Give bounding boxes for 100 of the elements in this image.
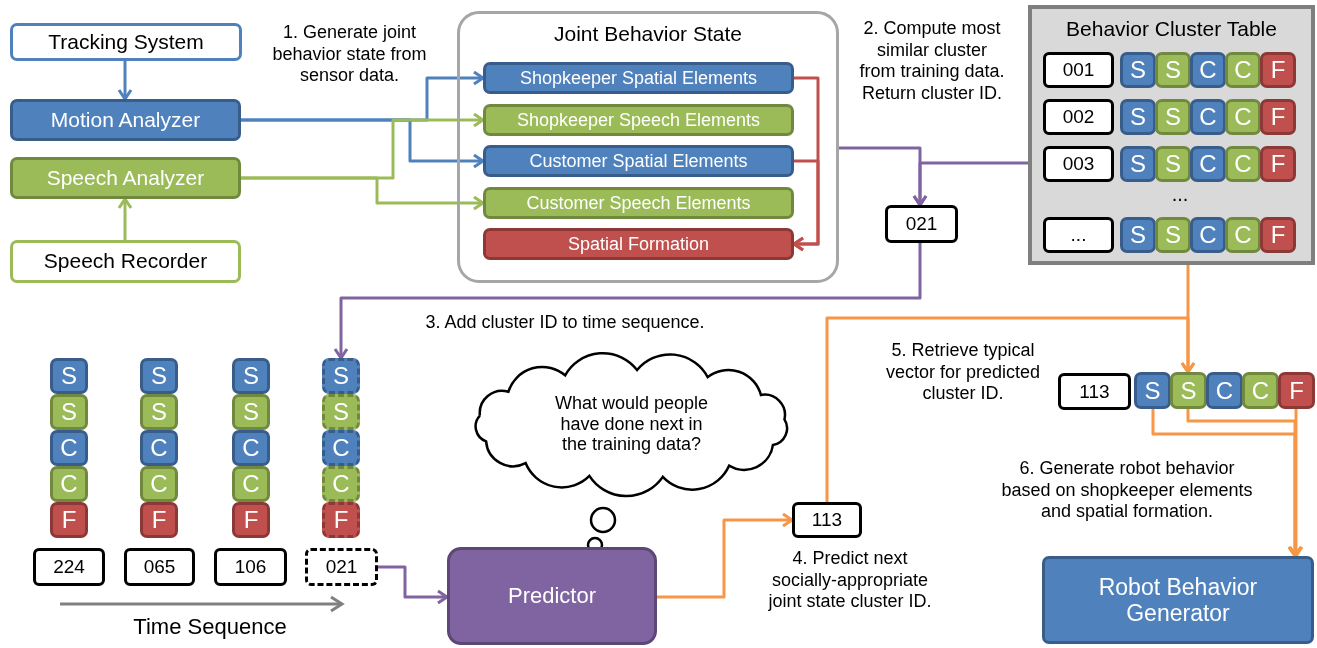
element-tile xyxy=(1190,52,1226,88)
ellipsis: ... xyxy=(1170,182,1190,206)
tile-letter: C xyxy=(60,470,78,498)
arrow xyxy=(657,512,794,599)
cluster-id-box xyxy=(1058,373,1131,410)
tile-letter: S xyxy=(1165,150,1181,178)
element-tile xyxy=(1260,52,1296,88)
arrow xyxy=(1186,409,1303,558)
tile-letter: S xyxy=(1130,221,1146,249)
element-tile xyxy=(1120,217,1156,253)
arrow xyxy=(117,61,133,101)
tile-letter: S xyxy=(1130,56,1146,84)
box-label: Shopkeeper Speech Elements xyxy=(516,109,761,131)
tile-letter: C xyxy=(242,434,260,462)
tile-letter: C xyxy=(1234,56,1252,84)
element-tile xyxy=(1120,52,1156,88)
tile-letter: F xyxy=(1289,376,1304,405)
tile-letter: C xyxy=(150,434,168,462)
element-tile xyxy=(1206,372,1243,409)
box-label: Shopkeeper Spatial Elements xyxy=(519,67,758,89)
element-tile xyxy=(1225,99,1261,135)
arrow xyxy=(117,197,133,240)
tile-letter: C xyxy=(150,470,168,498)
element-tile xyxy=(140,430,178,466)
tile-letter: C xyxy=(242,470,260,498)
tile-letter: C xyxy=(60,434,78,462)
tile-letter: F xyxy=(1270,150,1286,178)
arrow xyxy=(241,118,485,169)
arrow xyxy=(792,159,820,252)
element-tile xyxy=(50,358,88,394)
tile-letter: C xyxy=(1215,376,1234,405)
element-tile xyxy=(1242,372,1279,409)
element-tile xyxy=(1155,52,1191,88)
element-tile xyxy=(140,502,178,538)
tile-letter: S xyxy=(151,362,167,390)
element-box xyxy=(483,228,794,260)
element-tile xyxy=(1225,52,1261,88)
tile-letter: S xyxy=(1144,376,1161,405)
tile-letter: C xyxy=(1251,376,1270,405)
element-tile xyxy=(322,394,360,430)
element-tile xyxy=(1120,146,1156,182)
element-tile xyxy=(50,502,88,538)
element-tile xyxy=(1155,146,1191,182)
element-tile xyxy=(232,394,270,430)
tile-letter: S xyxy=(333,362,349,390)
element-tile xyxy=(1190,146,1226,182)
cluster-id: ... xyxy=(1070,224,1087,246)
tile-letter: C xyxy=(1199,150,1217,178)
element-tile xyxy=(232,502,270,538)
element-tile xyxy=(232,430,270,466)
element-tile xyxy=(1134,372,1171,409)
process-box xyxy=(447,547,657,645)
tile-letter: S xyxy=(1165,103,1181,131)
tile-letter: S xyxy=(333,398,349,426)
tile-letter: S xyxy=(243,362,259,390)
process-box xyxy=(10,157,241,199)
cluster-id-box xyxy=(1043,52,1114,88)
box-label: Motion Analyzer xyxy=(50,107,201,133)
cluster-id-box xyxy=(124,548,195,586)
cluster-id: 224 xyxy=(53,556,85,578)
tile-letter: F xyxy=(1270,103,1286,131)
cluster-id: 065 xyxy=(143,556,176,578)
tile-letter: F xyxy=(61,506,77,534)
arrow xyxy=(241,176,485,211)
step-label: 4. Predict next socially-appropriate joint state cluster ID. xyxy=(767,548,933,613)
element-tile xyxy=(1190,99,1226,135)
tile-letter: F xyxy=(333,506,349,534)
cluster-id-box xyxy=(305,548,378,586)
tile-letter: F xyxy=(151,506,167,534)
element-tile xyxy=(1260,146,1296,182)
arrow xyxy=(333,243,922,360)
element-tile xyxy=(1260,99,1296,135)
cluster-id-box xyxy=(1043,99,1114,135)
element-tile xyxy=(1225,217,1261,253)
step-label: 2. Compute most similar cluster from training data. Return cluster ID. xyxy=(858,18,1006,105)
cluster-id: 021 xyxy=(325,556,358,578)
tile-letter: C xyxy=(1199,103,1217,131)
step-label: 5. Retrieve typical vector for predicted cluster ID. xyxy=(884,340,1042,405)
element-tile xyxy=(1225,146,1261,182)
element-tile xyxy=(50,394,88,430)
tile-letter: C xyxy=(1234,103,1252,131)
table-panel xyxy=(1028,5,1315,265)
tile-letter: S xyxy=(1130,150,1146,178)
cluster-id-box xyxy=(792,502,862,538)
element-tile xyxy=(50,430,88,466)
element-box xyxy=(483,62,794,94)
element-box xyxy=(483,145,794,177)
tile-letter: S xyxy=(1165,221,1181,249)
process-box xyxy=(1042,556,1314,644)
cluster-id-box xyxy=(214,548,287,586)
thought-text: What would people have done next in the training data? xyxy=(553,392,710,456)
box-label: Customer Speech Elements xyxy=(526,192,751,214)
state-container xyxy=(457,11,839,283)
cluster-id: 003 xyxy=(1062,153,1095,175)
tile-letter: C xyxy=(1234,221,1252,249)
tile-letter: C xyxy=(1199,221,1217,249)
tile-letter: C xyxy=(332,434,350,462)
box-label: Customer Spatial Elements xyxy=(529,150,748,172)
cluster-id: 021 xyxy=(905,213,938,235)
arrow xyxy=(378,565,449,605)
